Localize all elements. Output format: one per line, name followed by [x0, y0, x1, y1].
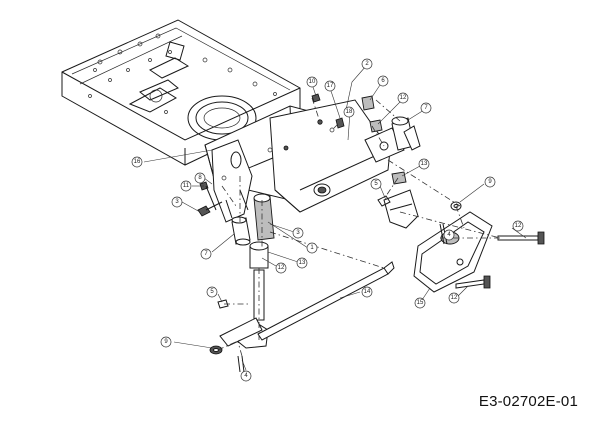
callout-bubble: 11 [180, 180, 192, 192]
callout-bubble: 2 [361, 58, 373, 70]
callout-bubble: 9 [484, 176, 496, 188]
svg-text:3: 3 [296, 230, 300, 236]
svg-text:3: 3 [175, 199, 179, 205]
drawing-code: E3-02702E-01 [478, 393, 578, 410]
svg-text:10: 10 [309, 79, 316, 85]
callout-bubble: 17 [324, 80, 336, 92]
bushing-left [231, 216, 251, 246]
callout-bubble: 18 [343, 106, 355, 118]
callout-bubble: 6 [377, 75, 389, 87]
svg-text:9: 9 [488, 179, 492, 185]
callout-bubble: 15 [414, 297, 426, 309]
leader-lines [143, 65, 527, 371]
tie-rod [257, 261, 395, 341]
side-cover-plate [413, 211, 493, 293]
callout-bubble: 5 [206, 286, 218, 298]
svg-text:17: 17 [327, 83, 334, 89]
callout-bubble: 16 [131, 156, 143, 168]
callout-bubble: 3 [292, 227, 304, 239]
part-callouts: 2 6 12 7 10 17 18 16 8 11 3 7 13 9 5 3 1… [131, 58, 524, 382]
svg-text:11: 11 [183, 183, 190, 189]
svg-text:4: 4 [447, 232, 451, 238]
svg-text:13: 13 [421, 161, 428, 167]
svg-text:12: 12 [451, 295, 458, 301]
svg-text:14: 14 [364, 289, 371, 295]
front-bracket-assembly [204, 99, 405, 223]
svg-text:5: 5 [374, 181, 378, 187]
callout-bubble: 14 [361, 286, 373, 298]
callout-bubble: 8 [194, 172, 206, 184]
svg-text:8: 8 [198, 175, 202, 181]
svg-text:12: 12 [515, 223, 522, 229]
hardware [197, 93, 545, 373]
callout-bubble: 1 [306, 242, 318, 254]
callout-bubble: 4 [443, 229, 455, 241]
callout-bubble: 7 [200, 248, 212, 260]
svg-text:13: 13 [299, 260, 306, 266]
callout-bubble: 13 [418, 158, 430, 170]
svg-text:15: 15 [417, 300, 424, 306]
callout-bubble: 4 [240, 370, 252, 382]
svg-text:18: 18 [346, 109, 353, 115]
callout-bubble: 12 [448, 292, 460, 304]
callout-bubble: 9 [160, 336, 172, 348]
svg-text:12: 12 [278, 265, 285, 271]
callout-bubble: 7 [420, 102, 432, 114]
svg-text:7: 7 [204, 251, 208, 257]
callout-bubble: 12 [275, 262, 287, 274]
callout-bubble: 5 [370, 178, 382, 190]
spindle-group [219, 193, 275, 349]
svg-text:6: 6 [381, 78, 385, 84]
svg-text:9: 9 [164, 339, 168, 345]
callout-bubble: 13 [296, 257, 308, 269]
callout-bubble: 3 [171, 196, 183, 208]
callout-bubble: 10 [306, 76, 318, 88]
svg-text:5: 5 [210, 289, 214, 295]
svg-text:1: 1 [310, 245, 314, 251]
callout-bubble: 12 [512, 220, 524, 232]
assembly-lines [217, 97, 501, 357]
right-bracket [383, 189, 419, 229]
svg-text:16: 16 [134, 159, 141, 165]
svg-text:12: 12 [400, 95, 407, 101]
callout-bubble: 12 [397, 92, 409, 104]
svg-text:2: 2 [365, 61, 369, 67]
svg-text:7: 7 [424, 105, 428, 111]
svg-text:4: 4 [244, 373, 248, 379]
